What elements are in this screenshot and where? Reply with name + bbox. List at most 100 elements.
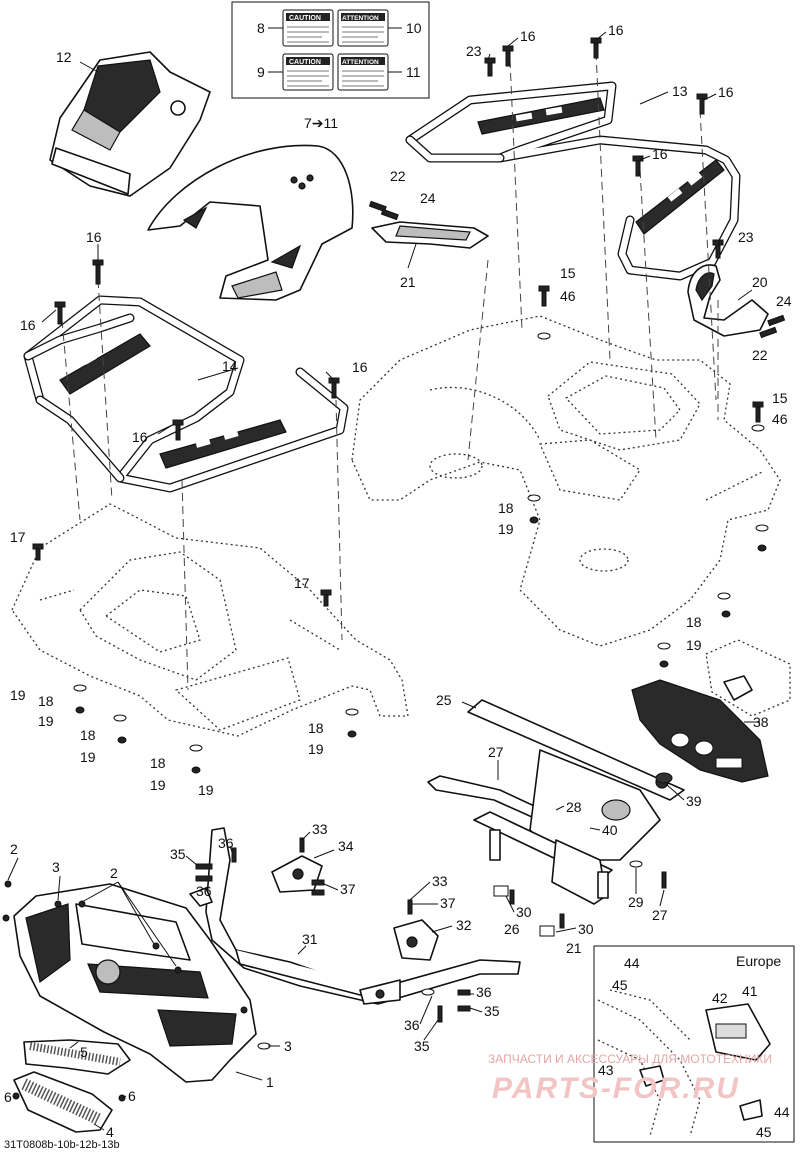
callouts: 16 16 16 16 16 16 16 16 23 23 22 22 24 2… xyxy=(4,22,792,1105)
callout-33: 33 xyxy=(432,873,448,889)
decal-box: CAUTION ATTENTION CAUTION xyxy=(231,1,430,99)
callout-32: 32 xyxy=(456,917,472,933)
grille-5: 5 xyxy=(23,1039,131,1075)
callout-43: 43 xyxy=(598,1062,614,1078)
callout-36: 36 xyxy=(218,835,234,851)
callout-16: 16 xyxy=(352,359,368,375)
decal-10: ATTENTION xyxy=(337,9,389,47)
callout-33: 33 xyxy=(312,821,328,837)
callout-30: 30 xyxy=(516,904,532,920)
callout-14: 14 xyxy=(222,358,238,374)
callout-36: 36 xyxy=(196,883,212,899)
callout-8: 8 xyxy=(257,20,265,36)
taillight-38: 38 xyxy=(631,639,791,783)
callout-18: 18 xyxy=(498,500,514,516)
callout-18: 18 xyxy=(308,720,324,736)
callout-6: 6 xyxy=(128,1088,136,1104)
figure-code: 31T0808b-10b-12b-13b xyxy=(4,1139,120,1151)
callout-24: 24 xyxy=(420,190,436,206)
decal-9: CAUTION xyxy=(282,53,334,91)
callout-19: 19 xyxy=(198,782,214,798)
callout-21-top: 21 xyxy=(400,274,416,290)
callout-21: 21 xyxy=(566,940,582,956)
callout-30: 30 xyxy=(578,921,594,937)
callout-2: 2 xyxy=(110,865,118,881)
callout-10: 10 xyxy=(406,20,422,36)
rear-rack-13: 13 xyxy=(405,81,741,281)
fasteners xyxy=(2,37,786,1102)
callout-26: 26 xyxy=(504,921,520,937)
watermark-line1: ЗАПЧАСТИ И АКСЕССУАРЫ ДЛЯ МОТОТЕХНИКИ xyxy=(488,1052,772,1066)
callout-42: 42 xyxy=(712,990,728,1006)
callout-16: 16 xyxy=(20,317,36,333)
callout-34: 34 xyxy=(338,838,354,854)
callout-35: 35 xyxy=(170,846,186,862)
svg-text:ATTENTION: ATTENTION xyxy=(342,15,379,22)
callout-1: 1 xyxy=(266,1074,274,1090)
svg-text:ATTENTION: ATTENTION xyxy=(342,59,379,66)
callout-9: 9 xyxy=(257,64,265,80)
inset-title: Europe xyxy=(736,953,781,969)
callout-25: 25 xyxy=(436,692,452,708)
svg-text:CAUTION: CAUTION xyxy=(289,59,321,66)
leader-lines-lower xyxy=(7,760,685,1099)
callout-6: 6 xyxy=(4,1089,12,1105)
bracket-20: 20 xyxy=(687,264,769,337)
bracket-34: 34 xyxy=(271,838,354,893)
callout-37: 37 xyxy=(440,895,456,911)
callout-19: 19 xyxy=(80,749,96,765)
callout-19: 19 xyxy=(498,521,514,537)
callout-35: 35 xyxy=(414,1038,430,1054)
callout-2: 2 xyxy=(10,841,18,857)
europe-inset: Europe 42 41 44 45 43 44 45 xyxy=(593,945,795,1143)
callout-27: 27 xyxy=(652,907,668,923)
callout-23: 23 xyxy=(738,229,754,245)
callout-35: 35 xyxy=(484,1003,500,1019)
watermark-line2: PARTS-FOR.RU xyxy=(492,1072,740,1105)
callout-29: 29 xyxy=(628,894,644,910)
callout-4: 4 xyxy=(106,1124,114,1140)
headlight-cover-12: 12 xyxy=(49,49,211,197)
front-frame-31: 31 xyxy=(189,827,521,1005)
grille-4: 4 xyxy=(13,1071,114,1140)
callout-39: 39 xyxy=(686,793,702,809)
callout-31: 31 xyxy=(302,931,318,947)
callout-16: 16 xyxy=(520,28,536,44)
callout-13: 13 xyxy=(672,83,688,99)
callout-23: 23 xyxy=(466,43,482,59)
callout-16: 16 xyxy=(86,229,102,245)
callout-16: 16 xyxy=(652,146,668,162)
callout-38: 38 xyxy=(753,714,769,730)
callout-46: 46 xyxy=(772,411,788,427)
callout-22: 22 xyxy=(390,168,406,184)
callout-20: 20 xyxy=(752,274,768,290)
callout-46: 46 xyxy=(560,288,576,304)
callout-44-bottom: 44 xyxy=(774,1104,790,1120)
rear-frame-25: 25 xyxy=(427,692,685,905)
callout-15: 15 xyxy=(772,390,788,406)
leader-lines xyxy=(41,31,721,435)
front-fender xyxy=(11,503,409,737)
callout-22: 22 xyxy=(752,347,768,363)
callout-41: 41 xyxy=(742,983,758,999)
callout-16: 16 xyxy=(608,22,624,38)
callout-44-top: 44 xyxy=(624,955,640,971)
callout-18: 18 xyxy=(150,755,166,771)
bracket-32: 32 xyxy=(393,917,472,961)
callout-17: 17 xyxy=(294,575,310,591)
callout-45-top: 45 xyxy=(612,977,628,993)
callout-15: 15 xyxy=(560,265,576,281)
callout-3: 3 xyxy=(52,859,60,875)
callout-40: 40 xyxy=(602,822,618,838)
callout-19: 19 xyxy=(686,637,702,653)
front-rack-14: 14 xyxy=(23,295,349,493)
hood-panel xyxy=(147,144,354,301)
callout-45-bottom: 45 xyxy=(756,1124,772,1140)
decal-8: CAUTION xyxy=(282,9,334,47)
callout-24: 24 xyxy=(776,293,792,309)
callout-36: 36 xyxy=(476,984,492,1000)
callout-19: 19 xyxy=(308,741,324,757)
callout-19: 19 xyxy=(38,713,54,729)
callout-3: 3 xyxy=(284,1038,292,1054)
